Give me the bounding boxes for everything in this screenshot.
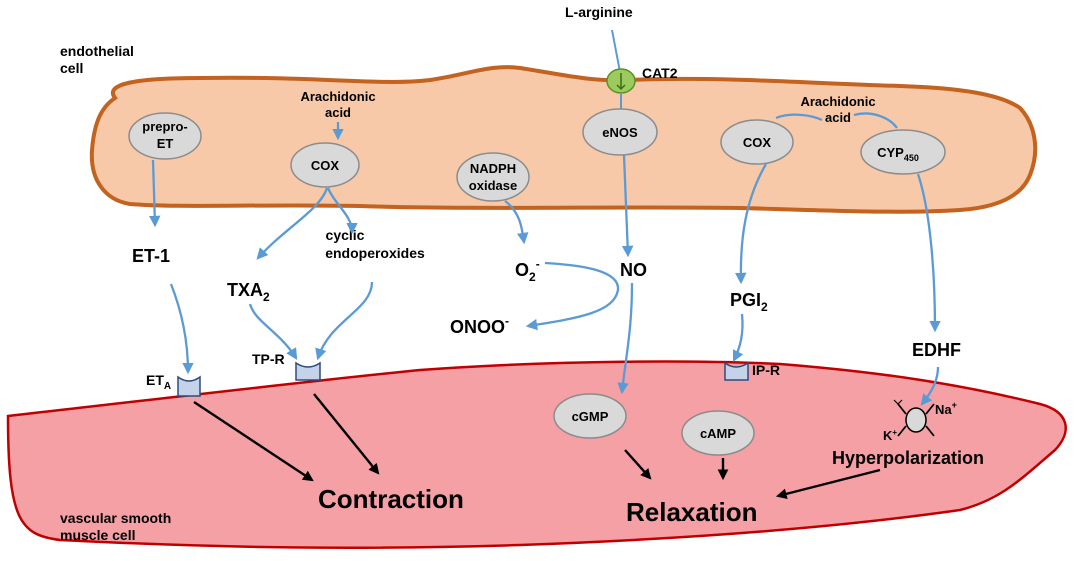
nadph-label: NADPH bbox=[470, 161, 516, 176]
sodium-label: Na+ bbox=[935, 400, 957, 417]
arachidonic-acid-right: Arachidonic bbox=[800, 94, 875, 109]
cgmp-second-messenger bbox=[553, 393, 627, 439]
cox-right-label: COX bbox=[743, 135, 772, 150]
blue-pathway-arrows bbox=[148, 112, 941, 406]
enos-label: eNOS bbox=[602, 125, 638, 140]
peroxynitrite-label: ONOO- bbox=[450, 314, 509, 337]
endothelial-cell-label: endothelial bbox=[60, 43, 134, 59]
pgi2-label: PGI2 bbox=[730, 290, 768, 314]
smooth-muscle-cell-label-2: muscle cell bbox=[60, 527, 136, 543]
nadph-oxidase-enzyme bbox=[456, 152, 530, 202]
cgmp-label: cGMP bbox=[572, 409, 609, 424]
tp-receptor-label: TP-R bbox=[252, 351, 285, 367]
cox-enzyme-right bbox=[720, 119, 794, 165]
endothelial-cell-label-2: cell bbox=[60, 60, 83, 76]
arachidonic-acid-left-2: acid bbox=[325, 105, 351, 120]
superoxide-label: O2- bbox=[515, 257, 540, 284]
nadph-label-2: oxidase bbox=[469, 178, 517, 193]
relaxation-label: Relaxation bbox=[626, 497, 758, 527]
et1-label: ET-1 bbox=[132, 246, 170, 266]
potassium-channel bbox=[893, 399, 935, 437]
edhf-label: EDHF bbox=[912, 340, 961, 360]
eta-receptor-label: ETA bbox=[146, 372, 171, 392]
hyperpolarization-label: Hyperpolarization bbox=[832, 448, 984, 468]
enos-enzyme bbox=[582, 108, 658, 156]
camp-second-messenger bbox=[681, 410, 755, 456]
no-label: NO bbox=[620, 260, 647, 280]
smooth-muscle-cell bbox=[6, 360, 1067, 549]
txa2-label: TXA2 bbox=[227, 280, 270, 304]
tp-receptor bbox=[295, 361, 321, 381]
arachidonic-acid-right-2: acid bbox=[825, 110, 851, 125]
cyp450-enzyme bbox=[860, 129, 946, 175]
black-outcome-arrows bbox=[193, 393, 881, 500]
eta-receptor bbox=[177, 375, 201, 397]
ip-receptor bbox=[724, 361, 749, 381]
ip-receptor-label: IP-R bbox=[752, 362, 780, 378]
camp-label: cAMP bbox=[700, 426, 736, 441]
potassium-label: K+ bbox=[883, 428, 897, 443]
prepro-et-enzyme bbox=[128, 112, 202, 160]
prepro-et-label-2: ET bbox=[157, 136, 174, 151]
prepro-et-label: prepro- bbox=[142, 119, 188, 134]
arachidonic-acid-left: Arachidonic bbox=[300, 89, 375, 104]
cox-enzyme-left bbox=[290, 142, 360, 188]
smooth-muscle-cell-label: vascular smooth bbox=[60, 510, 171, 526]
cyp450-label: CYP450 bbox=[877, 145, 919, 163]
cox-left-label: COX bbox=[311, 158, 340, 173]
cyclic-endoperoxides-label-2: endoperoxides bbox=[325, 245, 425, 261]
cat2-label: CAT2 bbox=[642, 65, 678, 81]
l-arginine-label: L-arginine bbox=[565, 4, 633, 20]
contraction-label: Contraction bbox=[318, 484, 464, 514]
cyclic-endoperoxides-label: cyclic bbox=[326, 227, 365, 243]
